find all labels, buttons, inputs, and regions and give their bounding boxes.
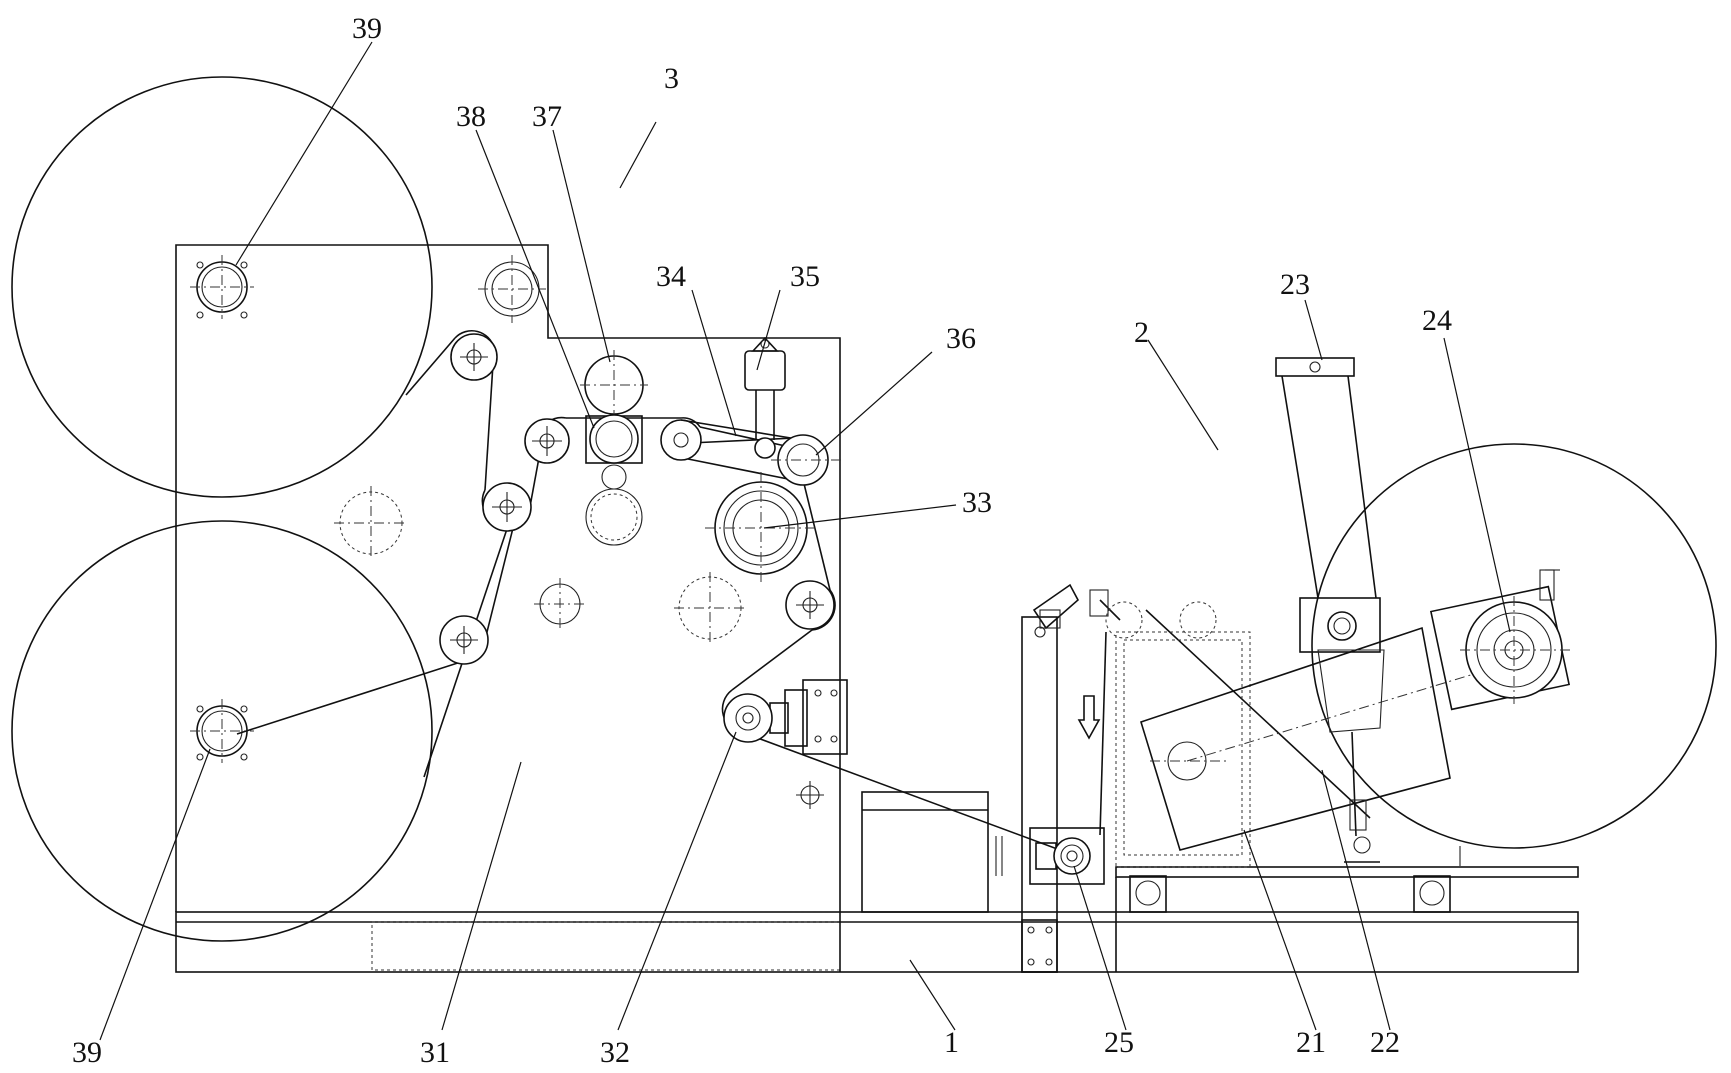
label-35: 35 <box>790 260 820 293</box>
label-21: 21 <box>1296 1026 1326 1059</box>
base-frame <box>176 912 1578 972</box>
label-36: 36 <box>946 322 976 355</box>
nip-roller-assembly <box>580 350 648 545</box>
lower-roll <box>12 521 432 941</box>
label-31: 31 <box>420 1036 450 1069</box>
upper-roll <box>12 77 432 497</box>
label-24: 24 <box>1422 304 1452 337</box>
main-roller <box>705 472 817 584</box>
winding-frame <box>176 245 1002 912</box>
label-33: 33 <box>962 486 992 519</box>
label-25: 25 <box>1104 1026 1134 1059</box>
label-22: 22 <box>1370 1026 1400 1059</box>
tension-roller-assembly <box>724 680 847 754</box>
label-3: 3 <box>664 62 679 95</box>
label-39-top: 39 <box>352 12 382 45</box>
label-23: 23 <box>1280 268 1310 301</box>
label-34: 34 <box>656 260 686 293</box>
label-1: 1 <box>944 1026 959 1059</box>
label-39-bottom: 39 <box>72 1036 102 1069</box>
down-arrow-icon <box>1079 696 1099 738</box>
label-2: 2 <box>1134 316 1149 349</box>
label-38: 38 <box>456 100 486 133</box>
label-32: 32 <box>600 1036 630 1069</box>
label-37: 37 <box>532 100 562 133</box>
pressing-arm <box>661 338 845 485</box>
